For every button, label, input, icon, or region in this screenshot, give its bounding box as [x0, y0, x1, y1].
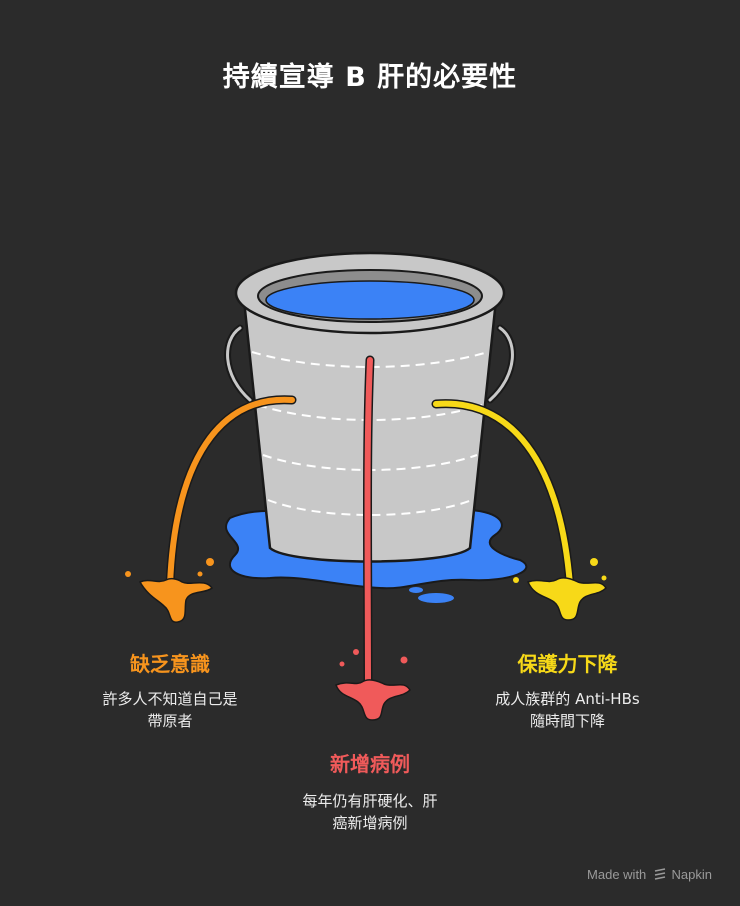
page-title: 持續宣導 B 肝的必要性	[222, 62, 518, 93]
item-desc-new-cases: 每年仍有肝硬化、肝 癌新增病例	[302, 792, 438, 832]
water-droplet	[418, 593, 454, 603]
water-droplet	[409, 587, 423, 593]
bucket-seam	[267, 499, 473, 516]
item-desc-awareness: 許多人不知道自己是 帶原者	[102, 690, 238, 730]
bucket-water	[265, 280, 475, 320]
bucket-seam	[251, 351, 489, 368]
orange-splash	[138, 577, 214, 623]
red-splash	[335, 679, 411, 721]
yellow-splash	[526, 577, 607, 621]
item-label-new-cases: 新增病例	[330, 752, 410, 776]
item-desc-protection: 成人族群的 Anti-HBs 隨時間下降	[495, 690, 640, 730]
item-label-awareness: 缺乏意識	[130, 652, 210, 676]
napkin-logo-icon	[654, 868, 666, 880]
item-label-protection: 保護力下降	[517, 652, 618, 676]
made-with-footer: Made with Napkin	[587, 867, 712, 882]
